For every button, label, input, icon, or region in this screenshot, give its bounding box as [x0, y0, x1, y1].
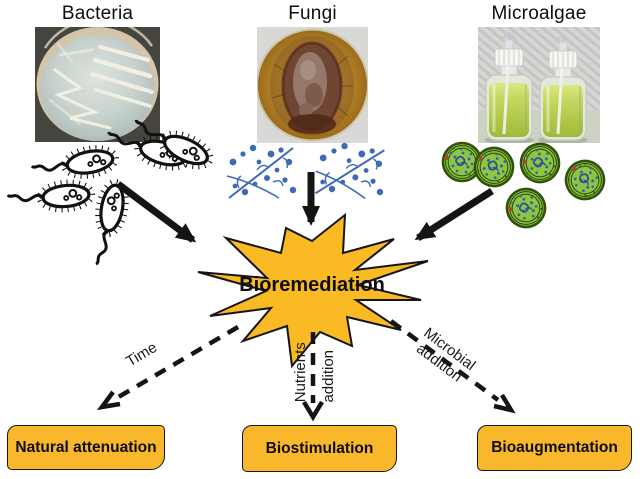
- outcome-box-natural-attenuation: Natural attenuation: [7, 425, 165, 470]
- fungi-drawing: [226, 139, 389, 202]
- bioremediation-label: Bioremediation: [239, 274, 385, 296]
- dashed-arrow-natural-attenuation: [96, 325, 240, 411]
- arrow-bacteria-to-bioremediation: [115, 181, 197, 243]
- dashed-arrow-bioaugmentation: [389, 319, 516, 414]
- culture-bottle: [539, 33, 587, 141]
- source-label-microalgae: Microalgae: [491, 3, 587, 24]
- culture-bottle: [485, 31, 533, 141]
- bacteria-photo: [35, 27, 160, 142]
- arrow-label-nutrients: Nutrients: [291, 342, 309, 403]
- microalgae-drawing: [441, 139, 613, 234]
- source-label-fungi: Fungi: [288, 3, 337, 24]
- fungi-photo: [257, 27, 368, 143]
- bioremediation-starburst: [197, 212, 429, 369]
- outcome-box-bioaugmentation: Bioaugmentation: [477, 425, 632, 471]
- dashed-arrow-biostimulation: [302, 332, 324, 422]
- microalgae-photo: [478, 27, 600, 143]
- arrow-microalgae-to-bioremediation: [414, 188, 494, 241]
- source-label-bacteria: Bacteria: [61, 3, 134, 24]
- outcome-box-biostimulation: Biostimulation: [242, 425, 397, 472]
- arrow-label-addition: addition: [319, 349, 337, 403]
